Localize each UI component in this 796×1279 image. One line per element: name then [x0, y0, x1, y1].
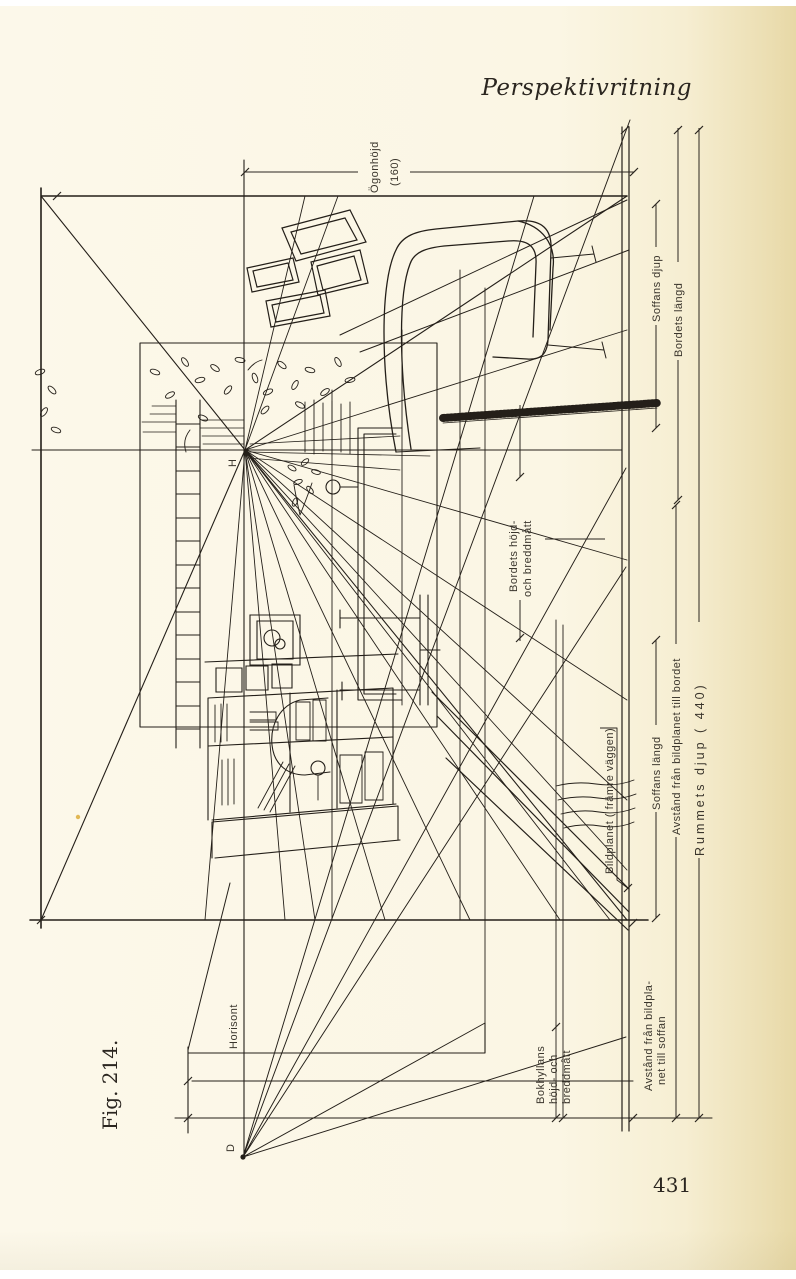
label-rummets-djup: Rummets djup ( 440) [693, 682, 707, 856]
label-point-h: H [227, 459, 239, 467]
foliage [34, 357, 356, 516]
label-avstand-bordet: Avstånd från bildplanet till bordet [671, 658, 683, 835]
right-boundary-lines [621, 126, 630, 1132]
figure-labels: Ögonhöjd (160) Soffans djup Bordets läng… [225, 141, 707, 1152]
small-picture-frame [249, 614, 301, 666]
label-bokhyllans-3: breddmått [561, 1050, 573, 1104]
vanishing-ray-fan [204, 195, 628, 921]
back-wall-rect [139, 342, 438, 728]
label-ogonhojd-value: (160) [389, 158, 401, 186]
label-avstand-soffan-1: Avstånd från bildpla- [643, 980, 655, 1091]
projection-diagonals [187, 199, 630, 1051]
figure-caption: Fig. 214. [98, 1040, 122, 1130]
page-header: Perspektivritning [480, 75, 692, 101]
distance-point-rays [242, 119, 631, 1158]
interior-sketch [34, 209, 661, 1160]
hatch-strip [439, 399, 661, 424]
label-bildplanet: Bildplanet ( främre väggen) [604, 728, 616, 874]
label-ogonhojd: Ögonhöjd [369, 141, 381, 193]
label-bokhyllans-1: Bokhyllans [535, 1046, 547, 1104]
brick-strip [175, 399, 201, 749]
table-sketch [271, 594, 441, 776]
window-sketch [304, 399, 403, 701]
wall-strokes [141, 405, 431, 471]
projection-verticals [331, 269, 618, 1119]
label-bordets-matt-2: och breddmått [522, 520, 534, 597]
dimension-lines [36, 125, 704, 1123]
dimension-ticks [36, 125, 704, 1123]
label-bokhyllans-2: höjd- och [548, 1054, 560, 1104]
label-bordets-matt-1: Bordets höjd- [508, 520, 520, 592]
picture-frames [246, 209, 369, 328]
paper-fleck [75, 814, 81, 820]
label-avstand-soffan-2: net till soffan [656, 1016, 668, 1085]
point-d-dot [240, 1154, 246, 1160]
page-number: 431 [653, 1173, 691, 1197]
label-soffans-langd: Soffans längd [651, 736, 663, 810]
dim-segments [245, 128, 700, 1118]
label-soffans-djup: Soffans djup [651, 255, 663, 322]
bookshelf-sketch [204, 653, 401, 859]
label-horisont: Horisont [228, 1004, 240, 1049]
plan-lines [174, 1022, 713, 1134]
label-point-d: D [225, 1144, 237, 1152]
perspective-construction [29, 119, 713, 1158]
sofa-sketch [431, 691, 637, 931]
label-bordets-langd: Bordets längd [673, 283, 685, 357]
corner-rays [40, 195, 628, 921]
armchair-sketch [383, 220, 607, 453]
outer-frame [29, 187, 649, 929]
